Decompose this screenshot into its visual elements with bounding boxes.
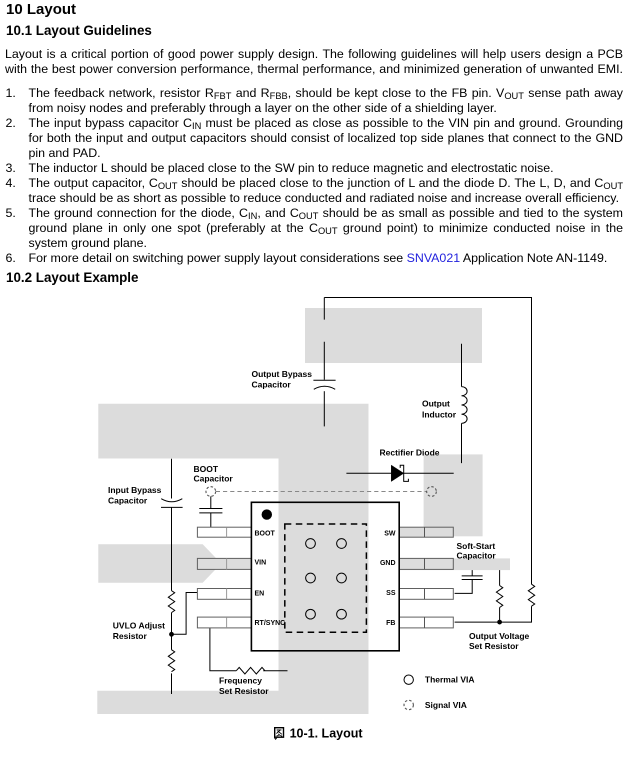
svg-text:SW: SW — [384, 530, 396, 537]
svg-text:EN: EN — [255, 591, 265, 598]
svg-text:Thermal VIA: Thermal VIA — [425, 675, 475, 685]
svg-text:Set Resistor: Set Resistor — [469, 641, 519, 651]
svg-text:SS: SS — [386, 590, 396, 597]
svg-text:VIN: VIN — [255, 560, 267, 567]
svg-text:Set Resistor: Set Resistor — [219, 686, 269, 696]
svg-text:Output: Output — [422, 399, 450, 409]
svg-text:GND: GND — [380, 560, 396, 567]
svg-text:Rectifier Diode: Rectifier Diode — [380, 448, 440, 458]
svg-text:Inductor: Inductor — [422, 410, 457, 420]
svg-text:Resistor: Resistor — [113, 631, 148, 641]
svg-text:UVLO Adjust: UVLO Adjust — [113, 621, 165, 631]
svg-text:Capacitor: Capacitor — [252, 380, 292, 390]
svg-text:Capacitor: Capacitor — [194, 474, 234, 484]
svg-text:FB: FB — [386, 620, 395, 627]
svg-text:BOOT: BOOT — [194, 464, 219, 474]
svg-text:Soft-Start: Soft-Start — [457, 541, 496, 551]
svg-text:Input Bypass: Input Bypass — [108, 485, 162, 495]
svg-text:Output Bypass: Output Bypass — [252, 369, 313, 379]
svg-text:Frequency: Frequency — [219, 675, 262, 685]
svg-text:Capacitor: Capacitor — [457, 551, 497, 561]
svg-text:Output Voltage: Output Voltage — [469, 631, 530, 641]
svg-text:10-1. Layout: 10-1. Layout — [290, 726, 364, 740]
svg-text:Signal VIA: Signal VIA — [425, 700, 467, 710]
svg-text:BOOT: BOOT — [255, 530, 276, 537]
svg-text:Capacitor: Capacitor — [108, 496, 148, 506]
svg-text:RT/SYNC: RT/SYNC — [255, 620, 286, 627]
